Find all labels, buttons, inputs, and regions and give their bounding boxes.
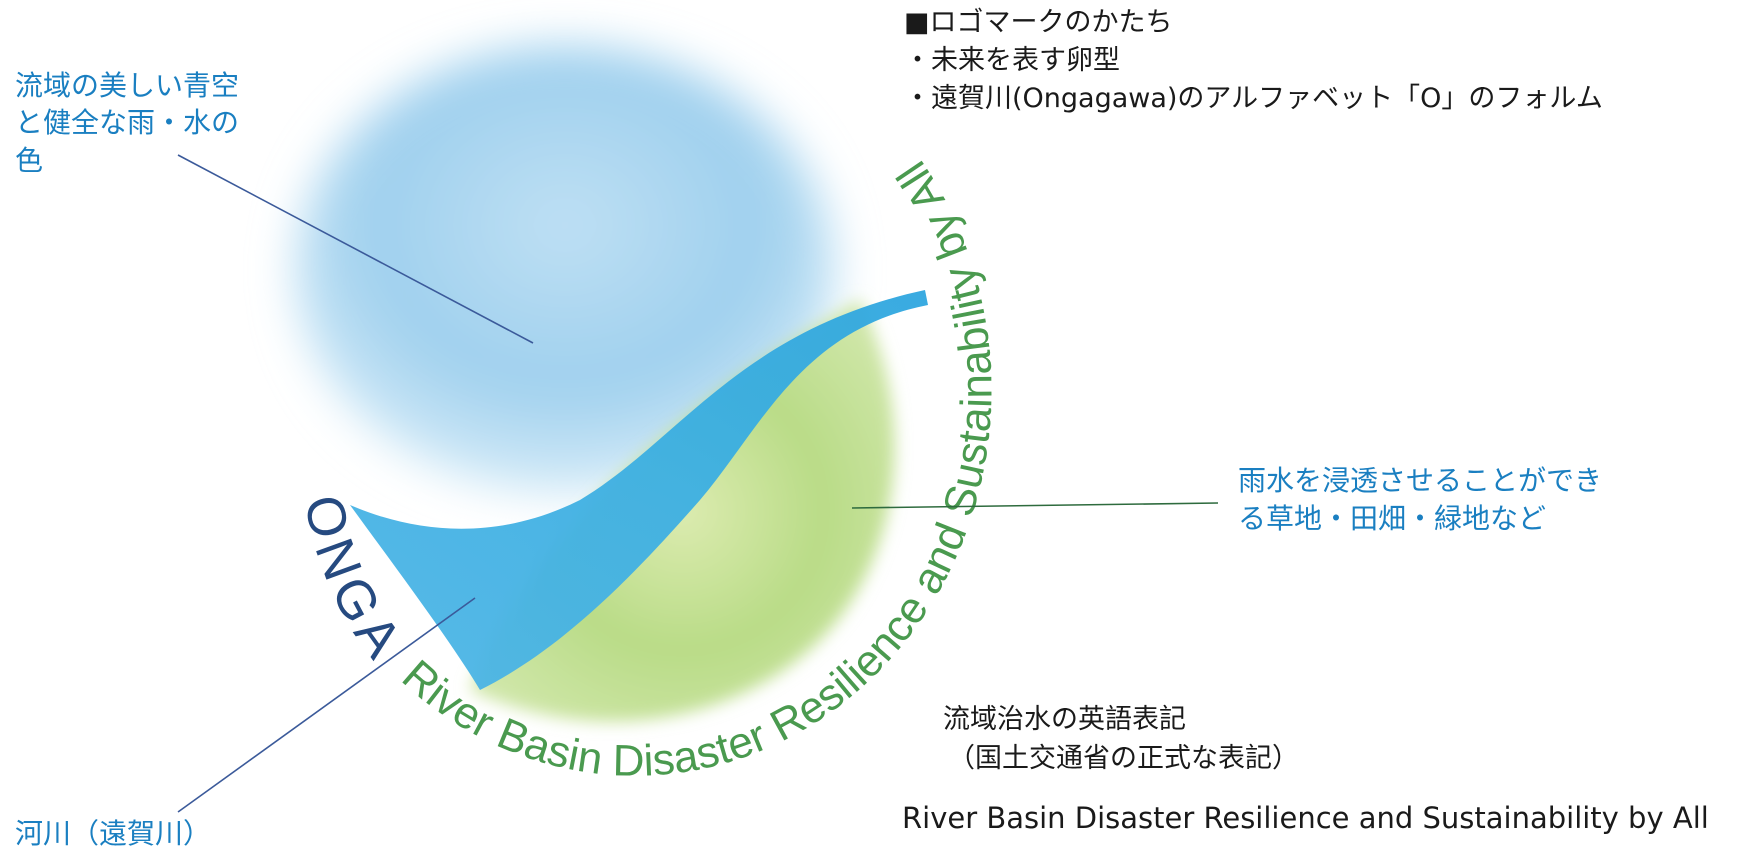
green-annotation-line-1: 雨水を浸透させることができ xyxy=(1238,464,1603,497)
english-notation-label: 流域治水の英語表記 xyxy=(943,704,1186,735)
green-leader-line xyxy=(851,502,1219,509)
english-notation-sub: （国土交通省の正式な表記） xyxy=(948,743,1299,774)
green-annotation-line-2: る草地・田畑・緑地など xyxy=(1238,502,1547,535)
sky-area xyxy=(295,45,835,495)
river-area xyxy=(350,290,928,690)
river-leader-line xyxy=(177,597,476,813)
english-notation-phrase: River Basin Disaster Resilience and Sust… xyxy=(902,801,1709,835)
shape-notes-item-egg: ・未来を表す卵型 xyxy=(904,45,1120,76)
river-annotation: 河川（遠賀川） xyxy=(15,817,212,850)
sky-leader-line xyxy=(177,154,534,344)
logo-onga-text: ONGA xyxy=(292,490,416,673)
sky-annotation-line-2: と健全な雨・水の xyxy=(15,106,240,139)
sky-annotation-line-3: 色 xyxy=(15,144,44,177)
shape-notes-heading: ■ロゴマークのかたち xyxy=(904,7,1173,38)
sky-annotation-line-1: 流域の美しい青空 xyxy=(15,69,240,102)
shape-notes-item-o-form: ・遠賀川(Ongagawa)のアルファベット「O」のフォルム xyxy=(904,83,1603,114)
